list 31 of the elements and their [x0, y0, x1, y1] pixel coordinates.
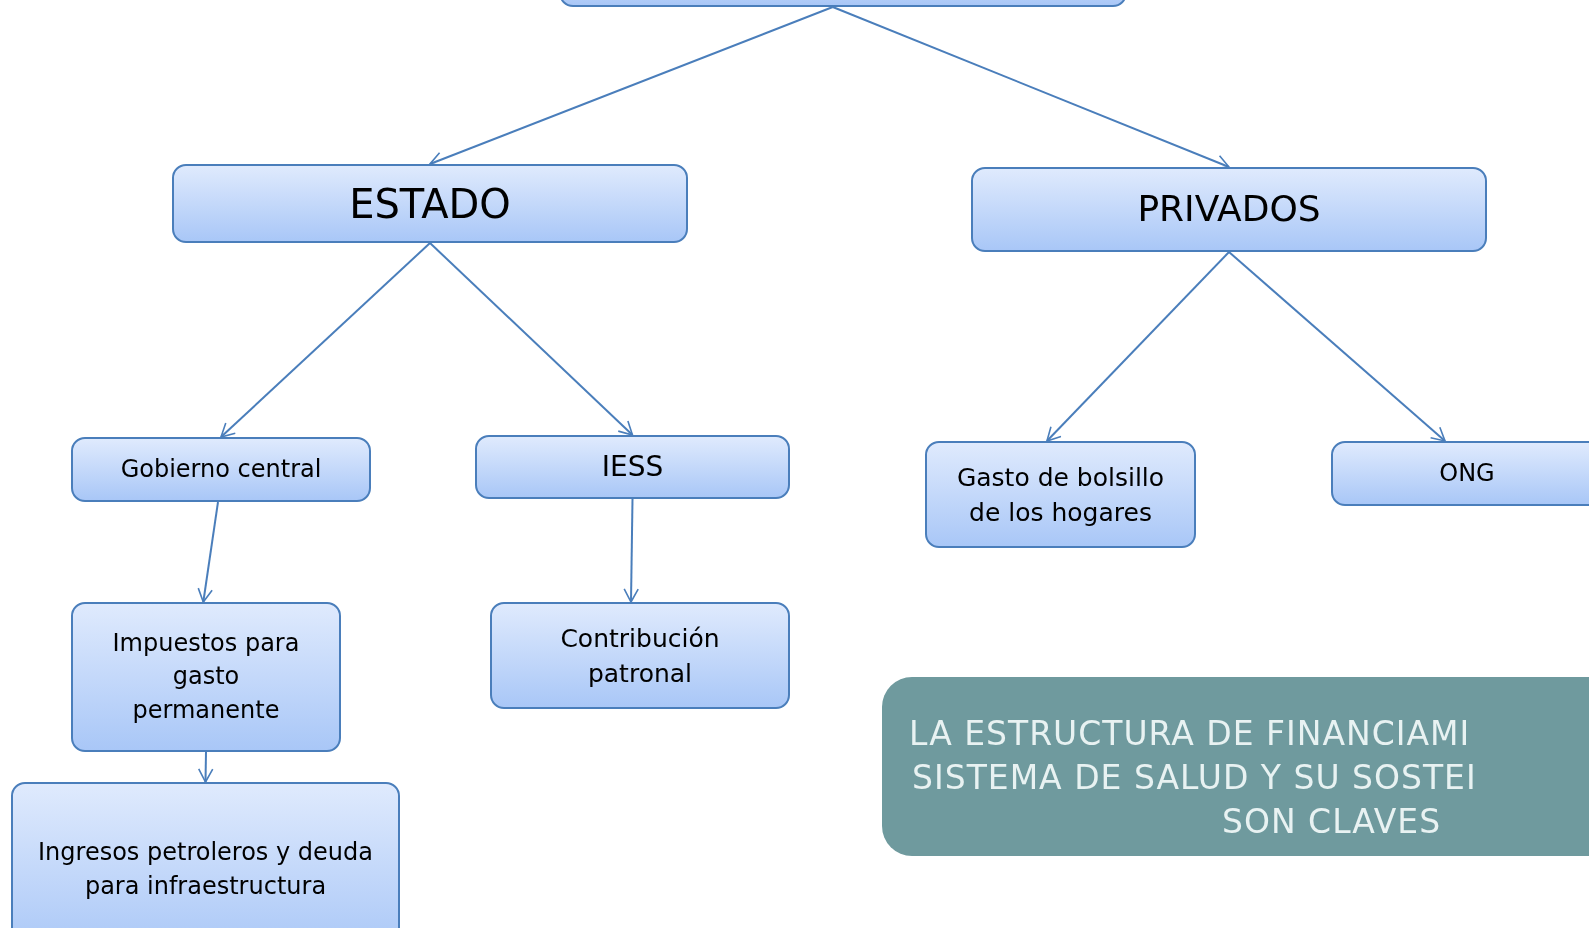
banner-text: LA ESTRUCTURA DE FINANCIAMI: [909, 717, 1471, 750]
process-box: [490, 602, 790, 709]
arrow: [1228, 251, 1446, 442]
banner-text: SISTEMA DE SALUD Y SU SOSTEI: [912, 761, 1477, 794]
process-box: [971, 167, 1487, 252]
arrow: [197, 751, 214, 783]
arrow: [831, 6, 1230, 170]
node-label: Impuestos para gasto permanente: [111, 627, 301, 726]
node-label: ONG: [1439, 457, 1495, 489]
process-box: [475, 435, 790, 499]
arrow: [429, 6, 834, 167]
banner-box: [882, 677, 1589, 856]
process-box: [71, 602, 341, 752]
node-label: Gobierno central: [120, 453, 322, 485]
process-box: [925, 441, 1196, 548]
arrow: [197, 501, 219, 603]
node-label: Ingresos petroleros y deuda para infraestructura: [37, 836, 374, 902]
node-label: ESTADO: [349, 179, 511, 229]
node-label: IESS: [601, 449, 664, 486]
node-label: Gasto de bolsillo de los hogares: [955, 461, 1166, 529]
banner-text: SON CLAVES: [1222, 805, 1442, 838]
arrow: [220, 242, 431, 438]
node-label: PRIVADOS: [1137, 187, 1321, 232]
arrow: [1045, 251, 1230, 442]
process-box: [11, 782, 400, 928]
process-box: [172, 164, 688, 243]
arrow: [623, 498, 639, 603]
process-box: [1331, 441, 1589, 506]
process-box: [71, 437, 371, 502]
arrow: [429, 242, 634, 436]
node-label: Contribución patronal: [559, 622, 721, 690]
